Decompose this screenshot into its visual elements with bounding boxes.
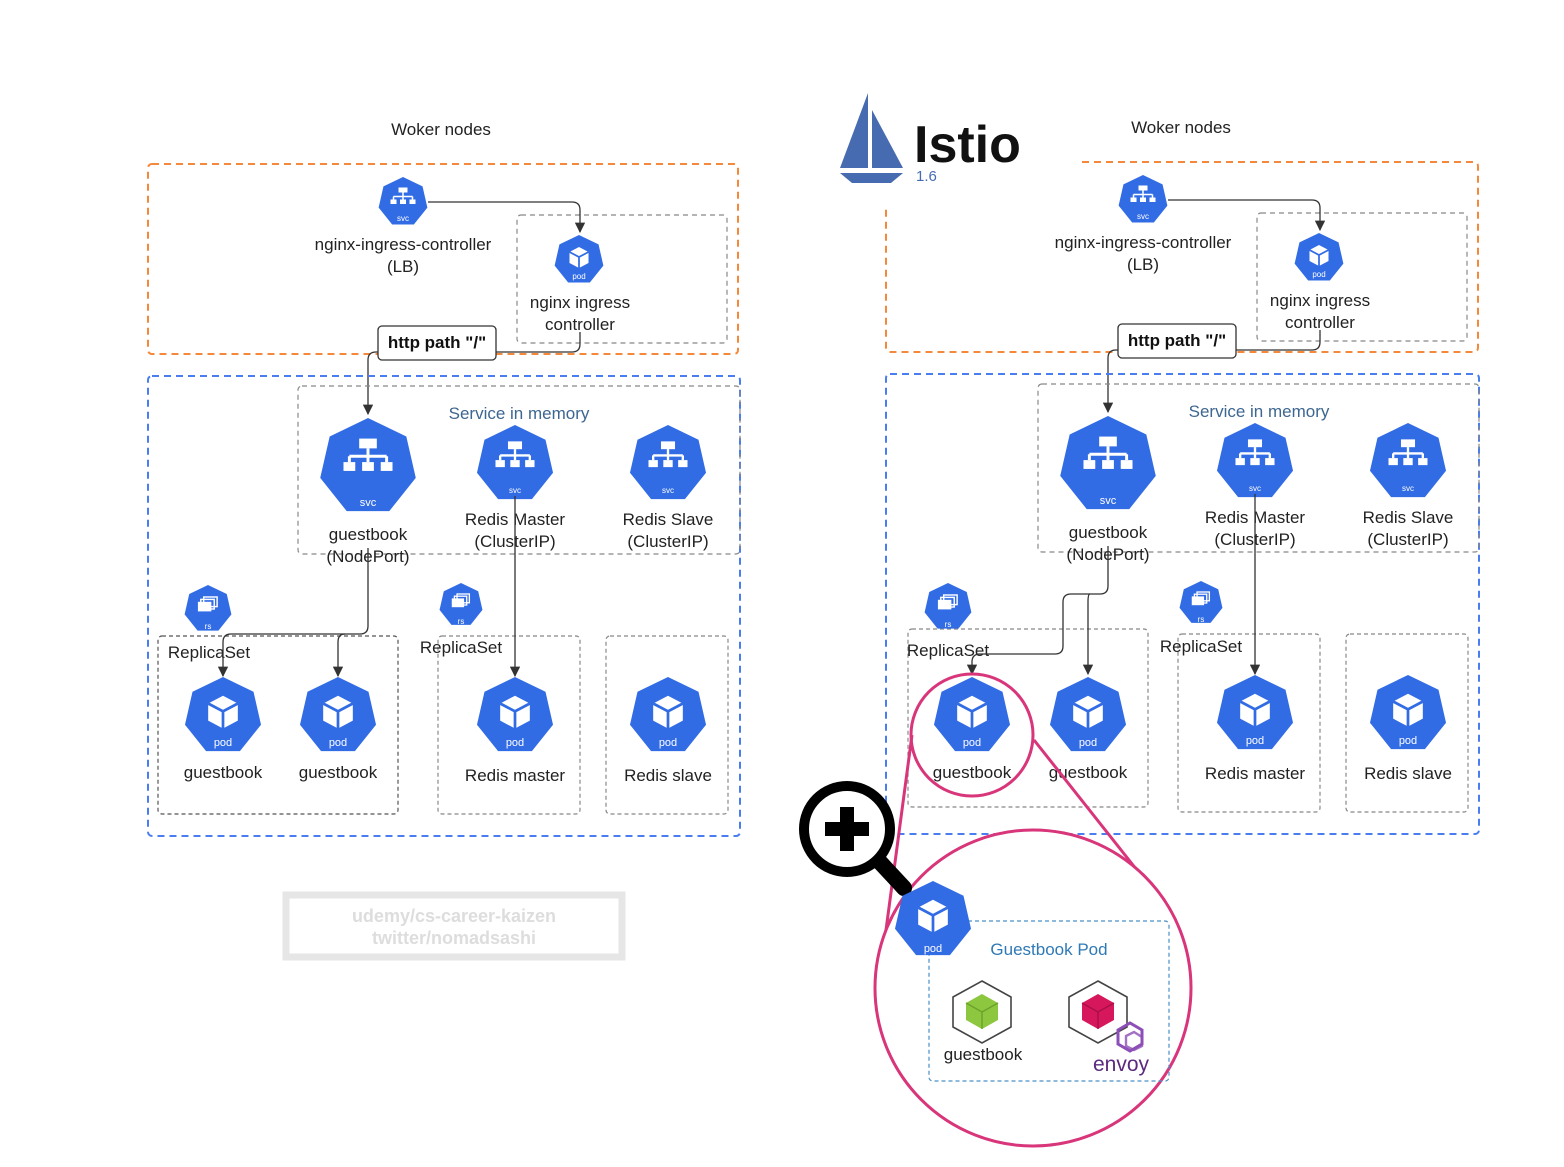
watermark-box [282, 891, 626, 961]
service-in-memory-title: Service in memory [449, 404, 590, 423]
redis-slave-svc-line1: Redis Slave [623, 510, 714, 529]
redis-slave-svc-line2: (ClusterIP) [627, 532, 708, 551]
ingress-zone [147, 163, 739, 355]
redis-slave-svc-line1: Redis Slave [1363, 508, 1454, 527]
guestbook-svc-to-pod1-arrow [217, 548, 369, 678]
replicaset-icon-label: rs [945, 620, 952, 629]
pod-redis-master-label: Redis master [465, 766, 565, 785]
watermark-line2: twitter/nomadsashi [372, 928, 536, 948]
envoy-label: envoy [1093, 1053, 1150, 1076]
guestbook-svc-to-pod2-arrow [332, 633, 346, 678]
watermark-line1: udemy/cs-career-kaizen [352, 906, 556, 926]
container-cube-icon [952, 980, 1012, 1044]
replicaset-label: ReplicaSet [420, 638, 502, 657]
http-path-label: http path "/" [388, 333, 486, 352]
pod-icon-label: pod [572, 272, 585, 281]
istio-logo-backdrop [782, 72, 1078, 208]
ingress-label-line2: controller [1285, 313, 1355, 332]
svc-icon-label: svc [1137, 212, 1149, 221]
zoom-line-left [882, 734, 914, 946]
svc-icon-label: svc [509, 486, 521, 495]
container-guestbook-label: guestbook [944, 1045, 1023, 1064]
pod-redis-slave-label: Redis slave [1364, 764, 1452, 783]
svc-icon-label: svc [1402, 484, 1414, 493]
istio-version: 1.6 [916, 168, 937, 185]
guestbook-svc-line1: guestbook [329, 525, 408, 544]
guestbook-svc-to-pod2-arrow [1082, 593, 1094, 676]
pod-redis-master-label: Redis master [1205, 764, 1305, 783]
right-diagram: Woker nodes svc nginx-ingress-controller… [885, 118, 1480, 835]
istio-sail-icon [840, 93, 903, 183]
guestbook-pod-title: Guestbook Pod [990, 940, 1107, 959]
pod-icon-label: pod [329, 737, 347, 749]
magnifier-plus-icon [799, 781, 912, 896]
ingress-label-line1: nginx ingress [530, 293, 630, 312]
ingress-pod-group [1256, 212, 1468, 342]
http-path-label: http path "/" [1128, 331, 1226, 350]
guestbook-svc-to-pod1-arrow [966, 546, 1109, 676]
svc-icon-label: svc [1100, 495, 1117, 507]
pod-guestbook-label: guestbook [299, 763, 378, 782]
pod-icon-label: pod [1399, 735, 1417, 747]
replicaset-label: ReplicaSet [907, 641, 989, 660]
ingress-label-line1: nginx ingress [1270, 291, 1370, 310]
replicaset-group-redis-slave [1345, 633, 1469, 813]
http-path-label-box [377, 325, 497, 361]
pod-icon-label: pod [506, 737, 524, 749]
service-in-memory-title: Service in memory [1189, 402, 1330, 421]
svc-icon-label: svc [397, 214, 409, 223]
watermark: udemy/cs-career-kaizen twitter/nomadsash… [282, 891, 626, 961]
container-cube-icon [1068, 980, 1128, 1044]
service-in-memory-group [297, 385, 741, 555]
zoom-callout: pod Guestbook Pod guestbook envoy [799, 672, 1193, 1148]
service-in-memory-group [1037, 383, 1480, 553]
istio-name: Istio [914, 116, 1021, 174]
pod-guestbook-label: guestbook [933, 763, 1012, 782]
pod-redis-slave-label: Redis slave [624, 766, 712, 785]
pod-icon-label: pod [963, 737, 981, 749]
pod-guestbook-label: guestbook [1049, 763, 1128, 782]
lb-label-line1: nginx-ingress-controller [315, 235, 492, 254]
replicaset-group-redis-slave [605, 635, 729, 815]
pod-icon-label: pod [924, 943, 942, 955]
replicaset-icon-label: rs [205, 622, 212, 631]
replicaset-group-redis-master [1177, 633, 1321, 813]
lb-label-line1: nginx-ingress-controller [1055, 233, 1232, 252]
http-path-label-box [1117, 323, 1237, 359]
replicaset-label: ReplicaSet [1160, 637, 1242, 656]
ingress-label-line2: controller [545, 315, 615, 334]
envoy-icon [1116, 1021, 1144, 1053]
cluster-zone [147, 375, 741, 837]
pod-guestbook-label: guestbook [184, 763, 263, 782]
zoom-target-circle [873, 828, 1193, 1148]
replicaset-icon-label: rs [1198, 615, 1205, 624]
lb-label-line2: (LB) [1127, 255, 1159, 274]
ingress-pod-group [516, 214, 728, 344]
pod-icon-label: pod [1246, 735, 1264, 747]
left-diagram: Woker nodes svc nginx-ingress-controller… [147, 120, 741, 837]
pod-icon-label: pod [214, 737, 232, 749]
lb-label-line2: (LB) [387, 257, 419, 276]
lb-to-ingress-arrow [1168, 199, 1326, 232]
svc-icon-label: svc [1249, 484, 1261, 493]
replicaset-group-redis-master [437, 635, 581, 815]
svc-icon-label: svc [360, 497, 377, 509]
worker-nodes-title: Woker nodes [1131, 118, 1231, 137]
svc-icon-label: svc [662, 486, 674, 495]
istio-logo: Istio 1.6 [782, 72, 1078, 208]
cluster-zone [885, 373, 1480, 835]
replicaset-group-guestbook [157, 635, 399, 815]
pod-icon-label: pod [1312, 270, 1325, 279]
lb-to-ingress-arrow [428, 201, 586, 234]
pod-icon-label: pod [659, 737, 677, 749]
replicaset-icon-label: rs [458, 617, 465, 626]
guestbook-pod-group [928, 920, 1170, 1082]
replicaset-group-guestbook [907, 628, 1149, 808]
redis-slave-svc-line2: (ClusterIP) [1367, 530, 1448, 549]
pod-icon-label: pod [1079, 737, 1097, 749]
worker-nodes-title: Woker nodes [391, 120, 491, 139]
guestbook-svc-line1: guestbook [1069, 523, 1148, 542]
replicaset-label: ReplicaSet [168, 643, 250, 662]
